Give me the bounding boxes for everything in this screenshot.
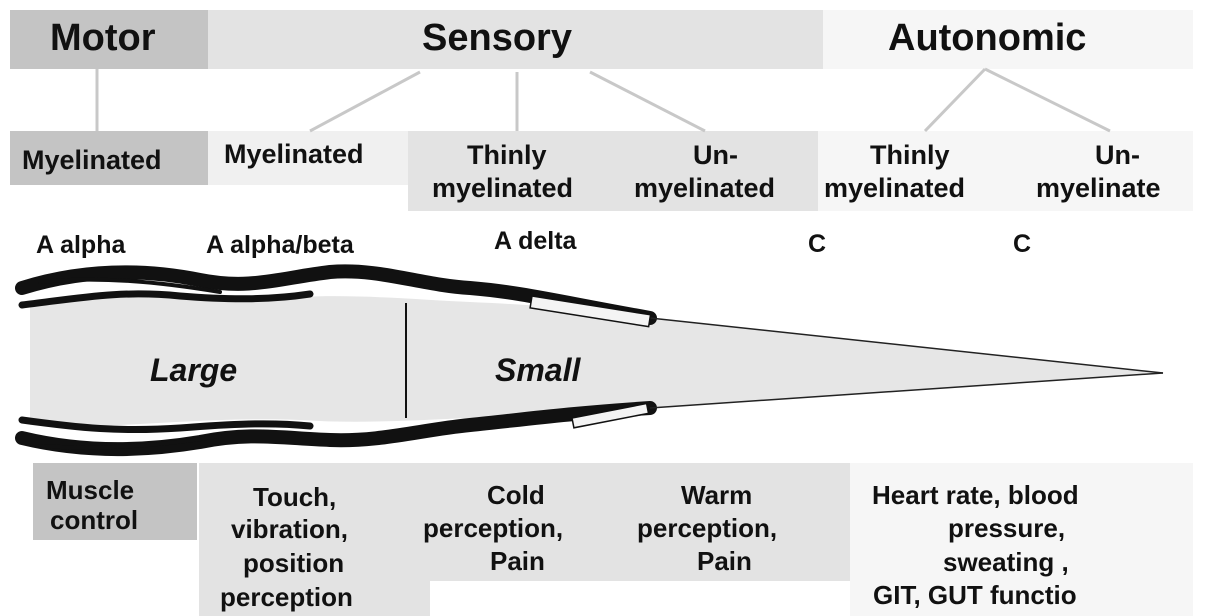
large-label: Large [150,352,237,389]
autonomic-function-line4: GIT, GUT functio [873,581,1077,609]
auto-thinly-line1: Thinly [870,140,950,171]
auto-thinly-line2: myelinated [824,173,965,204]
autonomic-function-line3: sweating , [943,548,1069,576]
fiber-a-delta: A delta [494,227,576,256]
motor-header: Motor [50,17,156,60]
sensory-un-line1: Un- [693,140,738,171]
auto-un-line1: Un- [1095,140,1140,171]
fiber-a-alpha: A alpha [36,231,125,260]
fiber-c-autonomic: C [1013,230,1031,259]
sensory-un-line2: myelinated [634,173,775,204]
warm-line1: Warm [681,481,752,509]
small-label: Small [495,352,580,389]
fiber-c-sensory: C [808,230,826,259]
motor-myelinated-label: Myelinated [22,145,162,176]
warm-line3: Pain [697,547,752,575]
sensory-thinly-line1: Thinly [467,140,547,171]
cold-line1: Cold [487,481,545,509]
warm-line2: perception, [637,514,777,542]
muscle-control-line2: control [50,506,138,534]
touch-line3: position [243,549,344,577]
auto-un-line2: myelinate [1036,173,1161,204]
touch-line1: Touch, [253,483,336,511]
cold-line2: perception, [423,514,563,542]
cold-line3: Pain [490,547,545,575]
autonomic-header: Autonomic [888,17,1086,60]
fiber-a-alpha-beta: A alpha/beta [206,231,354,260]
hierarchy-lines [97,69,1110,131]
sensory-myelinated-label: Myelinated [224,139,364,170]
sensory-header: Sensory [422,17,572,60]
autonomic-function-line2: pressure, [948,514,1065,542]
touch-line4: perception [220,583,353,611]
sensory-thinly-line2: myelinated [432,173,573,204]
autonomic-function-line1: Heart rate, blood [872,481,1079,509]
touch-line2: vibration, [231,515,348,543]
muscle-control-line1: Muscle [46,476,134,504]
